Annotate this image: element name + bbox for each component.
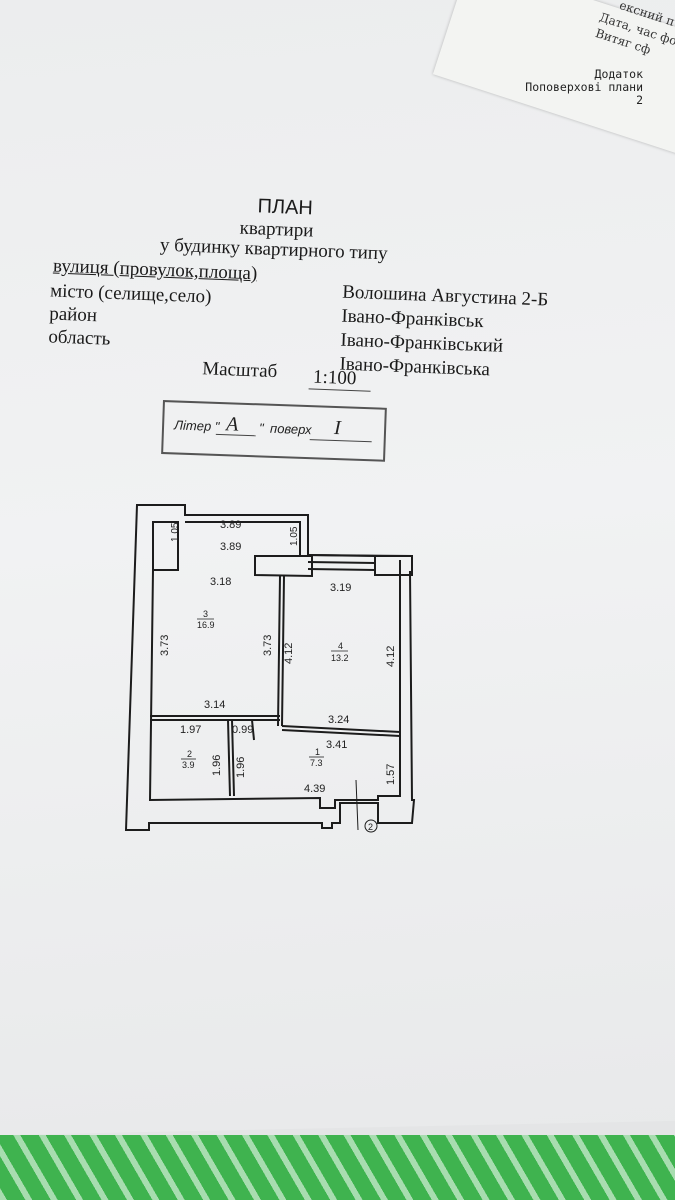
document-page <box>0 0 675 1160</box>
dim-room1-bottom: 4.39 <box>304 783 325 795</box>
axis-mark: 2 <box>368 822 373 832</box>
axis-lines <box>340 779 378 831</box>
partition-small <box>251 719 255 741</box>
dim-room4-bottom: 3.24 <box>328 714 349 726</box>
dim-top-inner: 3.89 <box>220 541 241 553</box>
room-area: 16.9 <box>197 620 215 630</box>
window <box>307 554 376 571</box>
dim-room2-right: 1.96 <box>211 755 223 776</box>
dim-room1-right: 1.57 <box>385 764 397 785</box>
dim-small-top: 0.99 <box>232 724 253 736</box>
floor-plan-walls <box>124 504 416 833</box>
dim-room2-top: 1.97 <box>180 724 201 736</box>
niche-left <box>152 521 179 571</box>
dim-room3-left: 3.73 <box>159 635 171 656</box>
room-number: 4 <box>338 641 343 651</box>
partition-3-2 <box>150 715 280 721</box>
wall-stub <box>254 555 313 578</box>
dim-top-outer: 3.89 <box>220 519 241 531</box>
outer-wall <box>124 504 416 831</box>
appendix-line: Додаток <box>594 67 643 81</box>
inner-wall-line <box>148 560 401 809</box>
appendix-header: Додаток Поповерхові плани 2 <box>525 68 643 107</box>
dim-room1-top: 3.41 <box>326 739 347 751</box>
room-area: 3.9 <box>182 760 195 770</box>
partition-2-small <box>227 719 235 797</box>
dim-left-niche: 1.05 <box>170 522 181 542</box>
room-area: 13.2 <box>331 653 349 663</box>
appendix-page-number: 2 <box>636 93 643 107</box>
dim-room4-left: 4.12 <box>283 643 295 664</box>
dim-right-niche: 1.05 <box>289 526 300 546</box>
dim-room3-right: 3.73 <box>262 635 274 656</box>
dim-room3-top: 3.18 <box>210 576 231 588</box>
room-area: 7.3 <box>310 758 323 768</box>
room-number: 2 <box>187 749 192 759</box>
dim-room3-bottom: 3.14 <box>204 699 225 711</box>
appendix-line: Поповерхові плани <box>525 80 643 94</box>
background-fabric <box>0 1135 675 1200</box>
partition-3-4 <box>277 575 285 727</box>
top-inner-line <box>185 521 301 555</box>
room-number: 1 <box>315 747 320 757</box>
wall-stub-right <box>374 555 413 576</box>
partition-4-1 <box>281 725 401 737</box>
axis-marker-circle <box>364 819 378 833</box>
dim-small-left: 1.96 <box>235 757 247 778</box>
room-number: 3 <box>203 609 208 619</box>
dim-room4-top: 3.19 <box>330 582 351 594</box>
dim-room4-right: 4.12 <box>385 646 397 667</box>
